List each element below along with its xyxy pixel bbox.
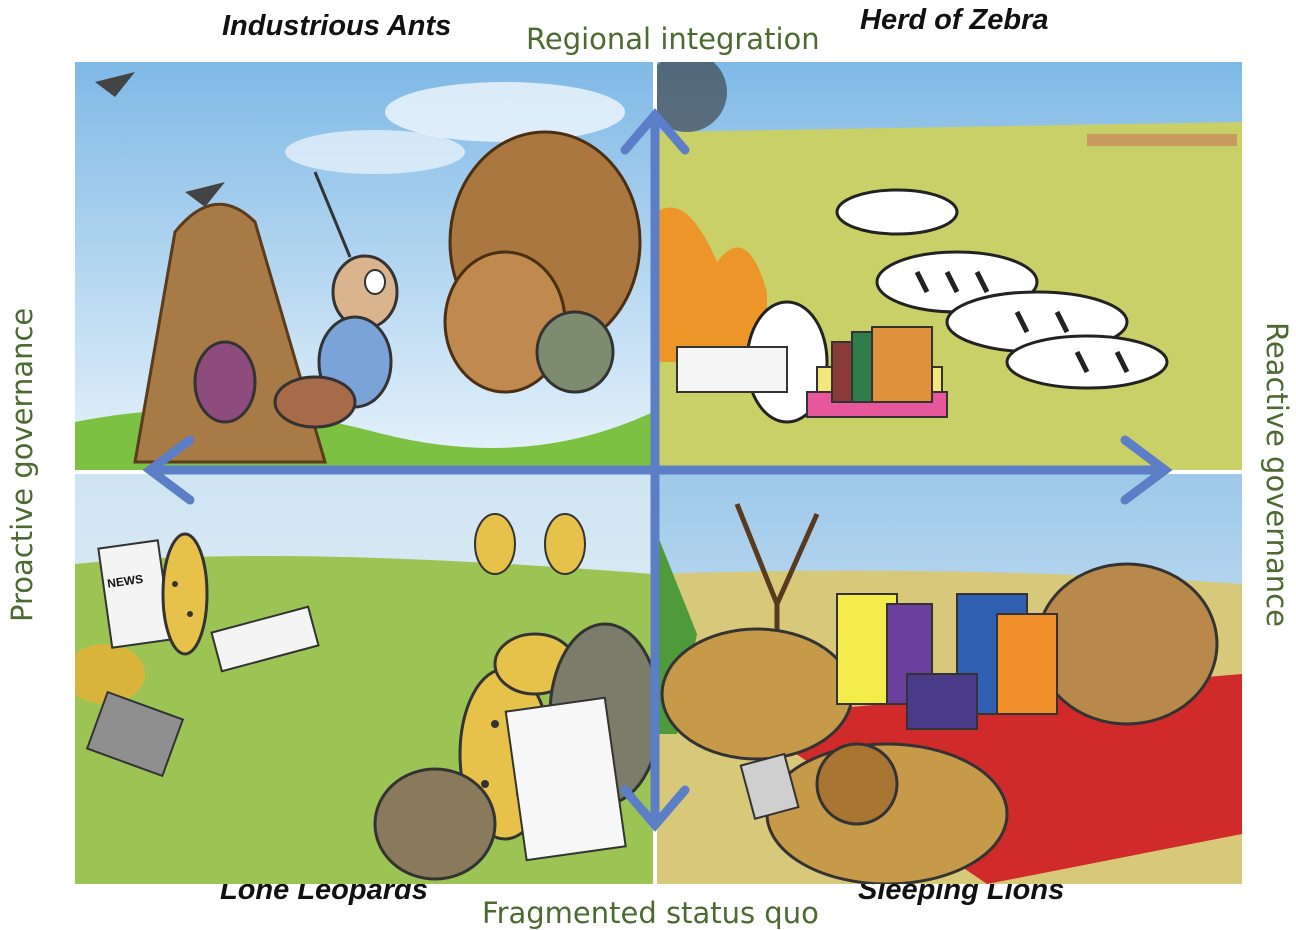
panel-herd-of-zebra	[657, 62, 1242, 470]
panel-lone-leopards: NEWS	[75, 474, 653, 884]
ant-cartoon-icon	[273, 171, 399, 429]
news-another-text: NEWS	[106, 572, 144, 591]
lion-cartoon-icon	[660, 562, 1219, 884]
axis-label-bottom: Fragmented status quo	[482, 896, 819, 930]
panel-sleeping-lions	[657, 474, 1242, 884]
title-industrious-ants: Industrious Ants	[222, 10, 452, 42]
axis-label-left: Proactive governance	[5, 307, 39, 622]
axis-label-top: Regional integration	[526, 22, 820, 56]
title-herd-of-zebra: Herd of Zebra	[860, 4, 1049, 36]
axis-label-right: Reactive governance	[1260, 322, 1294, 627]
panel-industrious-ants	[75, 62, 653, 470]
